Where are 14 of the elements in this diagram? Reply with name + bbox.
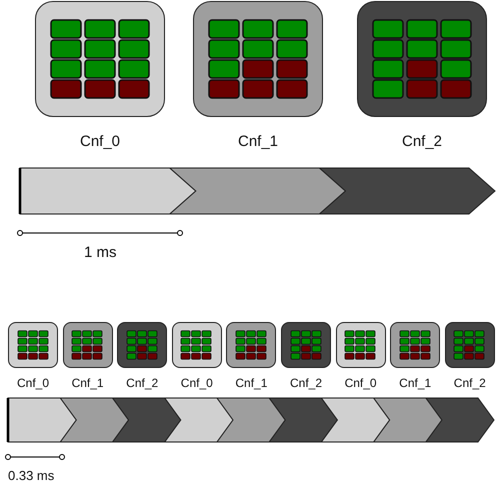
- configuration-label: Cnf_0: [16, 376, 50, 390]
- configuration-label: Cnf_0: [344, 376, 378, 390]
- configuration-label: Cnf_0: [78, 133, 122, 150]
- configuration-label: Cnf_1: [236, 133, 280, 150]
- configuration-label: Cnf_1: [398, 376, 432, 390]
- configuration-label: Cnf_2: [452, 376, 487, 390]
- duration-label: 1 ms: [84, 244, 117, 261]
- configuration-label: Cnf_1: [234, 376, 268, 390]
- configuration-label: Cnf_2: [288, 376, 324, 390]
- configuration-label: Cnf_2: [400, 133, 444, 150]
- configuration-label: Cnf_1: [70, 376, 105, 390]
- configuration-label: Cnf_2: [125, 376, 160, 390]
- configuration-label: Cnf_0: [180, 376, 214, 390]
- duration-label: 0.33 ms: [8, 468, 54, 483]
